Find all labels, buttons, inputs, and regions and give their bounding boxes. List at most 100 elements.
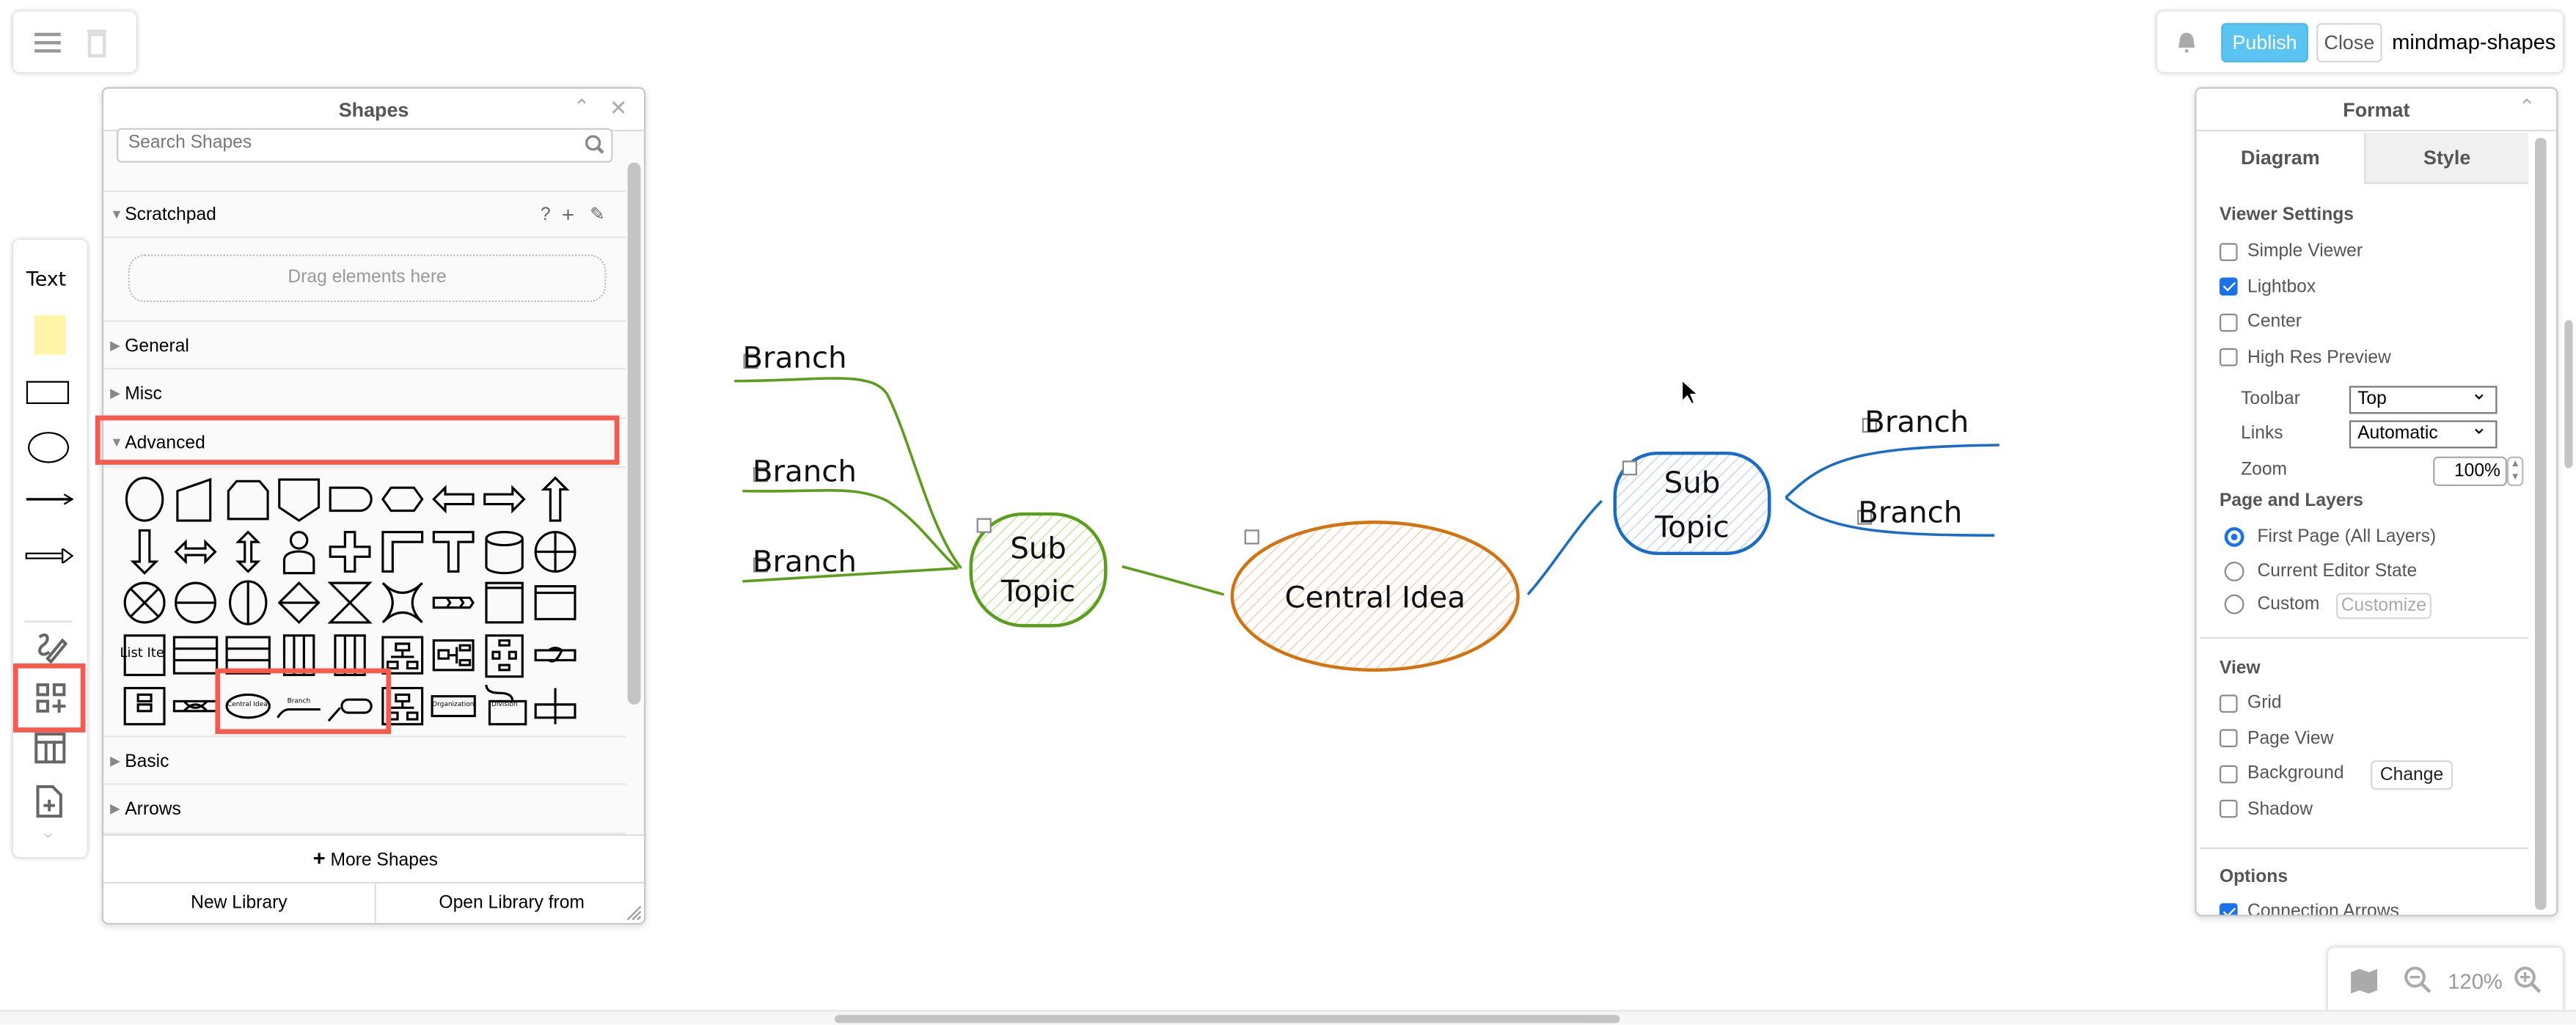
close-icon[interactable]: ✕: [609, 95, 628, 120]
text-tool[interactable]: Text: [26, 268, 67, 291]
shape-table-h[interactable]: [172, 630, 221, 679]
shape-org[interactable]: [377, 682, 426, 731]
links-select[interactable]: Automatic: [2349, 416, 2498, 449]
shape-tree[interactable]: [428, 630, 477, 679]
collapse-toggle[interactable]: [1862, 418, 1877, 433]
check-center[interactable]: Center: [2219, 312, 2302, 331]
shape-arrow-ud[interactable]: [223, 526, 272, 576]
collapse-icon[interactable]: ⌃: [2518, 95, 2536, 119]
scratchpad-drop-zone[interactable]: Drag elements here: [128, 254, 607, 303]
toolbar-select[interactable]: Top: [2349, 381, 2498, 414]
shape-org-chart[interactable]: [377, 630, 426, 679]
collapse-toggle[interactable]: [753, 557, 769, 573]
shape-table-v2[interactable]: [326, 630, 375, 679]
zoom-input[interactable]: 100%: [2433, 456, 2507, 486]
check-simple-viewer[interactable]: Simple Viewer: [2219, 241, 2363, 261]
shape-or[interactable]: [531, 526, 580, 576]
freehand-icon[interactable]: [34, 631, 67, 664]
shape-hourglass[interactable]: [326, 578, 375, 627]
shape-mindmap-central[interactable]: Central Idea: [223, 682, 272, 731]
scratchpad-header[interactable]: ▼ Scratchpad ? + ✎: [103, 190, 626, 238]
collapse-toggle[interactable]: [743, 353, 758, 369]
check-page-view[interactable]: Page View: [2219, 728, 2333, 748]
collapse-icon[interactable]: ⌃: [573, 95, 590, 119]
shape-container2[interactable]: [120, 682, 169, 731]
checkbox[interactable]: [2219, 348, 2238, 367]
hamburger-menu-icon[interactable]: [33, 29, 62, 54]
zoom-stepper[interactable]: ▲▼: [2506, 456, 2524, 486]
radio-current-editor-state[interactable]: Current Editor State: [2224, 561, 2417, 581]
left-subtopic-node[interactable]: [969, 512, 1108, 628]
radio-button[interactable]: [2224, 527, 2244, 548]
new-library-button[interactable]: New Library: [103, 883, 376, 923]
add-icon[interactable]: +: [562, 202, 575, 227]
shape-container[interactable]: [480, 578, 529, 627]
right-subtopic-node[interactable]: [1613, 451, 1771, 556]
checkbox[interactable]: [2219, 242, 2238, 261]
check-grid[interactable]: Grid: [2219, 693, 2282, 713]
shape-list-item[interactable]: List Ite: [120, 630, 169, 679]
section-arrows[interactable]: ▶Arrows: [103, 785, 626, 834]
trash-icon[interactable]: [85, 28, 108, 58]
zoom-in-icon[interactable]: [2514, 966, 2543, 995]
check-high-res-preview[interactable]: High Res Preview: [2219, 348, 2391, 367]
shape-sub-sections[interactable]: [531, 682, 580, 731]
central-idea-node[interactable]: [1230, 521, 1520, 672]
rectangle-tool[interactable]: [26, 381, 70, 404]
zoom-level[interactable]: 120%: [2448, 969, 2503, 994]
table-icon[interactable]: [34, 732, 66, 764]
close-button[interactable]: Close: [2316, 23, 2382, 63]
collapse-toggle[interactable]: [1244, 529, 1259, 545]
shape-arrow-lr[interactable]: [172, 526, 221, 576]
shapes-scrollbar[interactable]: [627, 162, 641, 705]
radio-button[interactable]: [2224, 595, 2244, 614]
check-connection-arrows[interactable]: Connection Arrows: [2219, 902, 2399, 915]
shape-diamond-h[interactable]: [274, 578, 323, 627]
checkbox[interactable]: [2219, 694, 2238, 713]
shape-sum[interactable]: [120, 578, 169, 627]
checkbox[interactable]: [2219, 729, 2238, 748]
shape-mindmap-subtopic[interactable]: [326, 682, 375, 731]
change-background-button[interactable]: Change: [2371, 760, 2454, 790]
shape-rounded-right[interactable]: [326, 474, 375, 523]
shape-corner[interactable]: [377, 526, 426, 576]
collapse-toggle[interactable]: [976, 518, 992, 533]
search-shapes-input[interactable]: Search Shapes: [117, 128, 613, 163]
shape-card[interactable]: [172, 474, 221, 523]
branch-label[interactable]: Branch: [753, 454, 857, 488]
checkbox[interactable]: [2219, 312, 2238, 331]
radio-button[interactable]: [2224, 561, 2244, 581]
ellipse-tool[interactable]: [28, 432, 70, 463]
shape-circle-v[interactable]: [223, 578, 272, 627]
shape-circle-h[interactable]: [172, 578, 221, 627]
zoom-out-icon[interactable]: [2404, 966, 2433, 995]
checkbox[interactable]: [2219, 764, 2238, 783]
chevron-down-icon[interactable]: ⌄: [40, 824, 55, 843]
section-misc[interactable]: ▶Misc: [103, 370, 626, 419]
shape-star4[interactable]: [377, 578, 426, 627]
shape-arrow-left[interactable]: [428, 474, 477, 523]
shape-list[interactable]: [531, 578, 580, 627]
radio-first-page-all-layers[interactable]: First Page (All Layers): [2224, 527, 2436, 548]
shape-organization[interactable]: Organization: [428, 682, 477, 731]
shape-ellipse[interactable]: [120, 474, 169, 523]
branch-label[interactable]: Branch: [742, 341, 846, 375]
open-library-button[interactable]: Open Library from: [376, 883, 645, 923]
checkbox[interactable]: [2219, 799, 2238, 818]
shape-arrow-down[interactable]: [120, 526, 169, 576]
tab-style[interactable]: Style: [2364, 133, 2529, 184]
shape-tee[interactable]: [428, 526, 477, 576]
check-background[interactable]: Background: [2219, 764, 2344, 783]
branch-label[interactable]: Branch: [1865, 405, 1969, 439]
branch-label[interactable]: Branch: [753, 544, 857, 578]
collapse-toggle[interactable]: [753, 467, 769, 482]
section-basic[interactable]: ▶Basic: [103, 735, 626, 785]
shape-crossbar[interactable]: [172, 682, 221, 731]
collapse-toggle[interactable]: [1857, 510, 1873, 525]
sticky-note-tool[interactable]: [34, 315, 66, 355]
branch-label[interactable]: Branch: [1858, 495, 1962, 529]
checkbox[interactable]: [2219, 277, 2238, 296]
more-shapes-button[interactable]: + More Shapes: [103, 834, 645, 884]
check-lightbox[interactable]: Lightbox: [2219, 276, 2316, 296]
section-general[interactable]: ▶General: [103, 320, 626, 370]
